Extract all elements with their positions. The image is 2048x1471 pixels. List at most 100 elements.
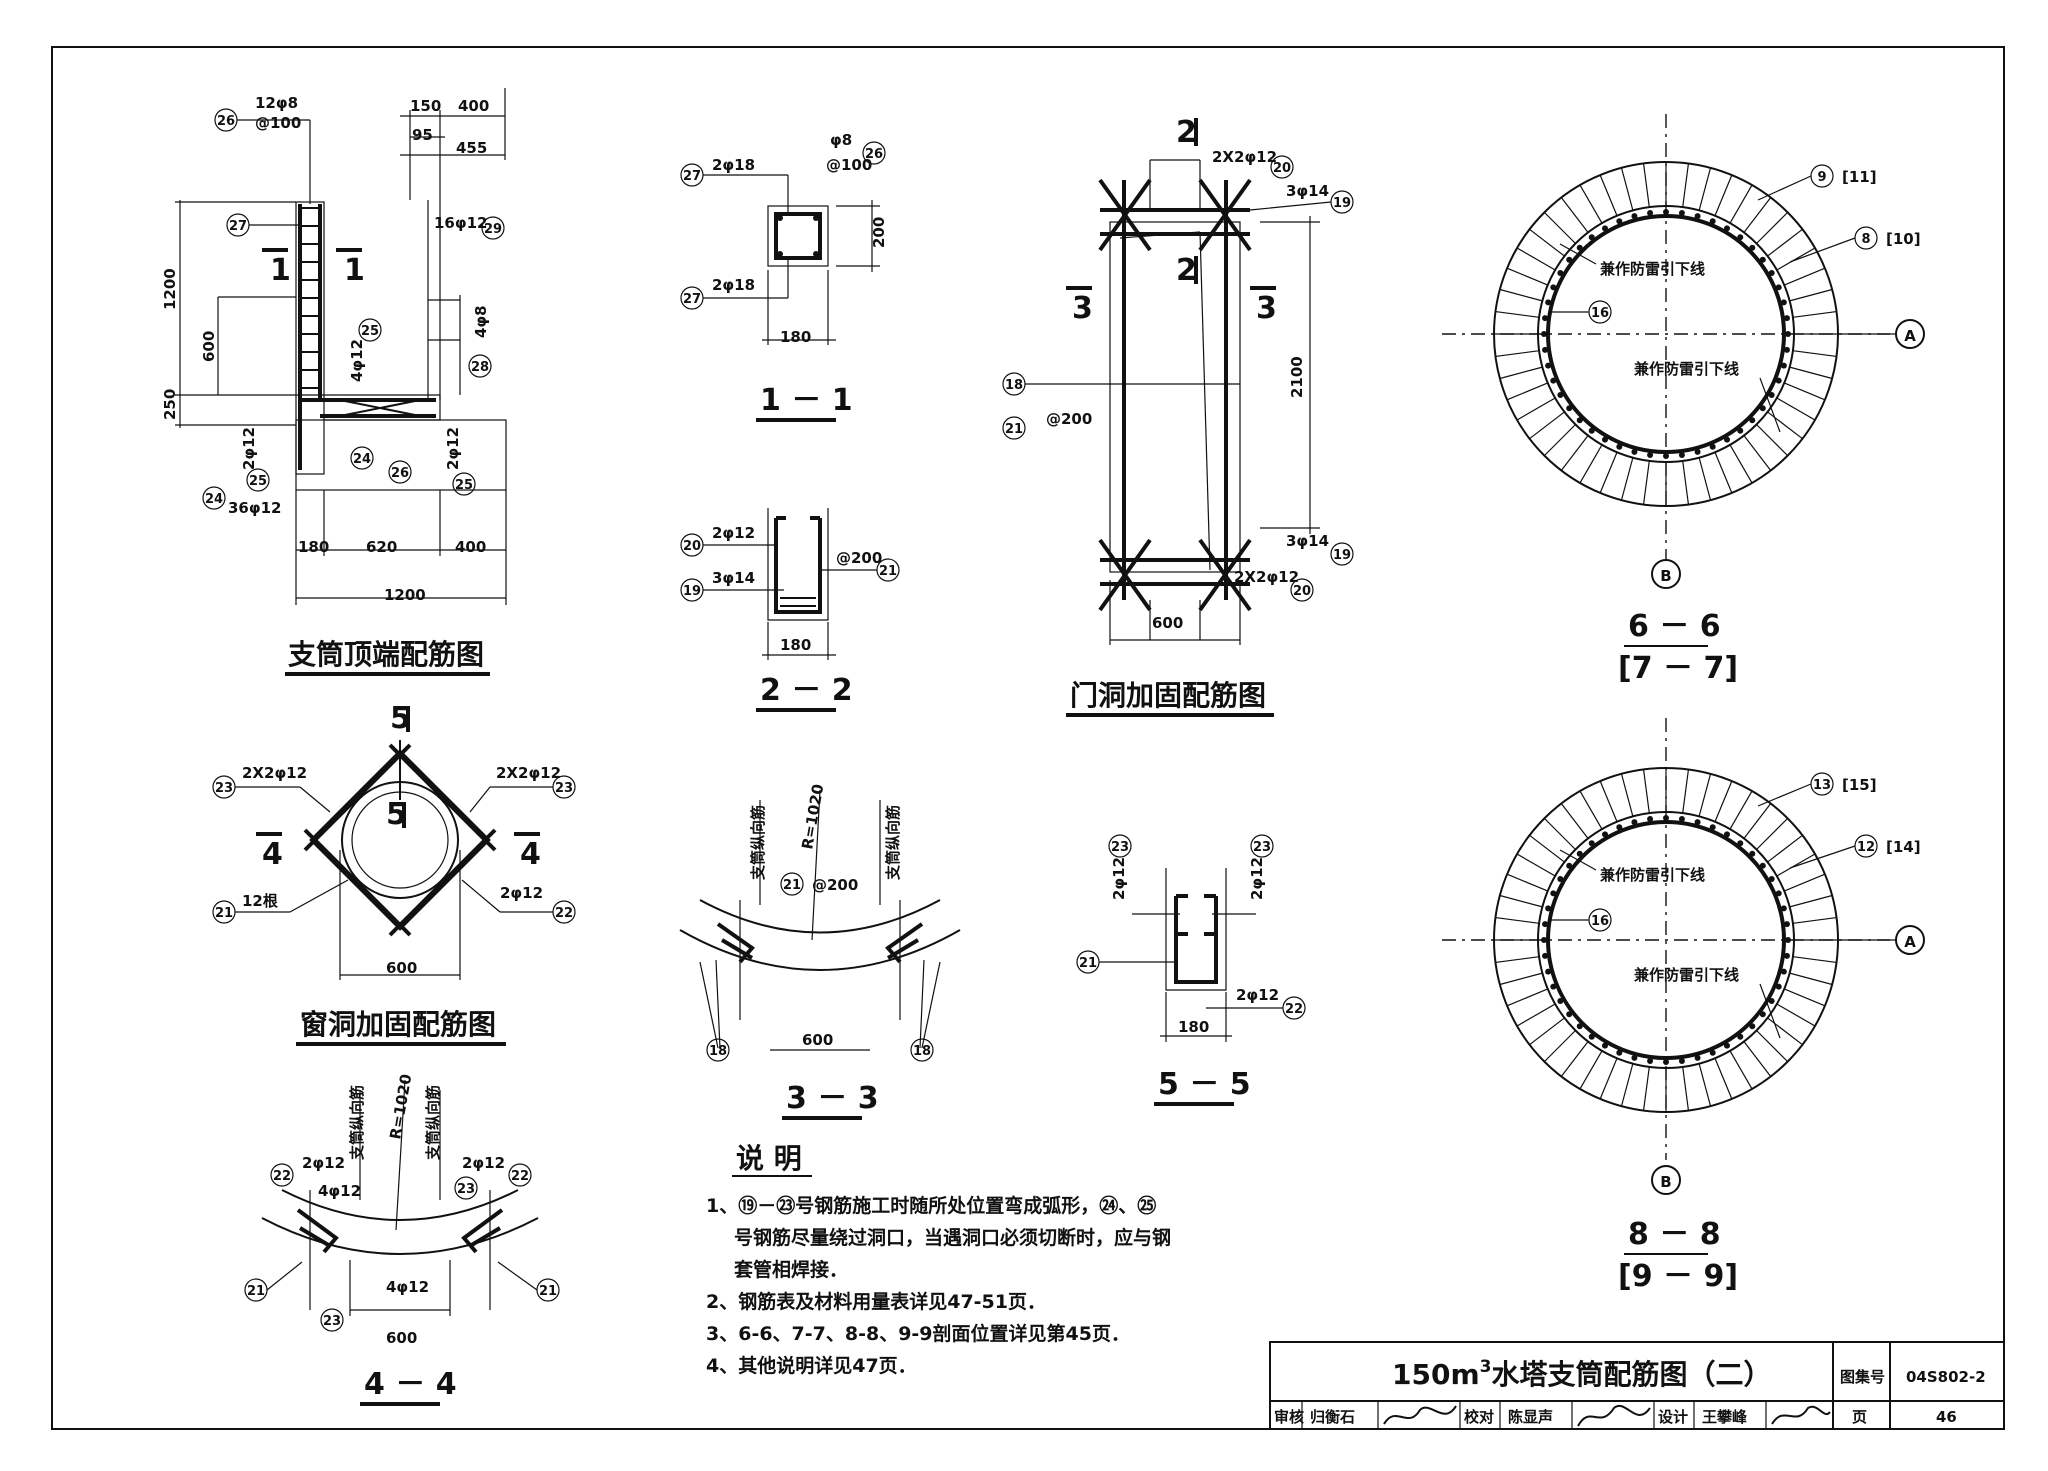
longitudinal-bar — [1785, 331, 1791, 337]
callout-26-1-1: 26 — [865, 147, 883, 162]
atlas-label: 图集号 — [1840, 1368, 1885, 1386]
drawing-title-unit: 150m — [1392, 1358, 1480, 1391]
radial-bar — [1756, 817, 1789, 850]
longitudinal-bar — [1557, 876, 1564, 882]
note-line-5: 3、6-6、7-7、8-8、9-9剖面位置详见第45页． — [706, 1322, 1130, 1345]
longitudinal-bar — [1724, 225, 1730, 232]
axis-b-8-8: B — [1660, 1173, 1671, 1191]
section-mark-1-right: 1 — [344, 253, 365, 288]
longitudinal-bar — [1550, 377, 1557, 384]
longitudinal-bar — [1616, 218, 1623, 225]
section-1-1-outline — [767, 205, 829, 267]
radial-bar — [1560, 435, 1589, 471]
label-2x2phi12-left: 2X2φ12 — [242, 764, 307, 782]
axis-a-8-8: A — [1904, 933, 1916, 951]
axis-b-6-6: B — [1660, 567, 1671, 585]
note-line-6: 4、其他说明详见47页． — [706, 1354, 917, 1377]
longitudinal-bar — [1588, 1033, 1595, 1040]
longitudinal-bar — [1749, 850, 1756, 857]
longitudinal-bar — [1737, 427, 1744, 434]
longitudinal-bar — [1602, 1042, 1608, 1049]
longitudinal-bar — [1616, 443, 1623, 450]
longitudinal-bar — [1576, 417, 1583, 424]
radial-bar — [1776, 1003, 1816, 1027]
longitudinal-bar — [1775, 377, 1782, 384]
dim-600-vertical: 600 — [200, 331, 218, 362]
label-36phi12: 36φ12 — [228, 499, 281, 517]
radial-bar — [1579, 184, 1603, 224]
longitudinal-bar — [1631, 213, 1638, 220]
radial-bar — [1784, 988, 1826, 1007]
label-12gen: 12根 — [242, 892, 278, 910]
callout-19-top: 19 — [1333, 196, 1351, 211]
title-7-7: [7 － 7] — [1618, 651, 1738, 686]
dim-455: 455 — [456, 139, 487, 157]
longitudinal-bar — [1566, 256, 1573, 263]
radial-bar — [1495, 310, 1540, 318]
callout-16-8-8: 16 — [1591, 914, 1609, 929]
view-door-opening: 2 2 3 3 2X2φ12 20 3φ14 19 18 @200 21 210… — [1002, 115, 1354, 717]
radial-bar — [1620, 167, 1634, 211]
design-label: 设计 — [1658, 1408, 1688, 1426]
label-at100-1-1: @100 — [826, 156, 872, 174]
radial-bar — [1743, 197, 1772, 233]
callout-21-4-4-left: 21 — [247, 1284, 265, 1299]
label-phi8: φ8 — [830, 131, 852, 149]
longitudinal-bar — [1768, 270, 1775, 276]
radial-bar — [1516, 397, 1556, 421]
longitudinal-bar — [1647, 210, 1654, 217]
section-mark-3-left: 3 — [1072, 291, 1093, 326]
callout-21-window: 21 — [215, 906, 233, 921]
longitudinal-bar — [1647, 816, 1654, 823]
longitudinal-bar — [1709, 1049, 1716, 1056]
longitudinal-bar — [1709, 824, 1716, 831]
longitudinal-bar — [1780, 968, 1787, 975]
radial-bar — [1714, 1058, 1733, 1100]
longitudinal-bar — [1785, 937, 1791, 943]
callout-16-6-6: 16 — [1591, 306, 1609, 321]
radial-bar — [1642, 460, 1650, 505]
radial-bar — [1529, 228, 1565, 257]
callout-18-left: 18 — [709, 1044, 727, 1059]
dim-180-1-1: 180 — [780, 328, 811, 346]
callout-21-3-3: 21 — [783, 878, 801, 893]
longitudinal-bar — [1724, 436, 1730, 443]
view-section-6-6: A B 9 [11] 8 [10] 16 兼作防雷引下线 兼作防雷引下线 6 －… — [1442, 114, 1925, 686]
longitudinal-bar — [1783, 346, 1790, 353]
lightning-label-6-6-top: 兼作防雷引下线 — [1600, 260, 1705, 278]
callout-29: 29 — [484, 222, 502, 237]
title-8-8: 8 － 8 — [1628, 1217, 1721, 1252]
radial-bar — [1506, 267, 1548, 286]
radial-bar — [1682, 769, 1690, 814]
section-mark-4-right: 4 — [520, 837, 541, 872]
radial-bar — [1560, 197, 1589, 233]
label-2phi18-bottom: 2φ18 — [712, 276, 755, 294]
page-label: 页 — [1852, 1408, 1867, 1426]
label-2phi12-right: 2φ12 — [444, 427, 462, 470]
callout-23-right: 23 — [555, 781, 573, 796]
label-2phi12-4-4-right: 2φ12 — [462, 1154, 505, 1172]
title-4-4: 4 － 4 — [364, 1367, 457, 1402]
drawing-title-prefix: 150m3水塔支筒配筋图（二） — [1392, 1357, 1771, 1391]
radial-bar — [1543, 424, 1576, 457]
longitudinal-bar — [1663, 1059, 1669, 1065]
callout-19-bottom: 19 — [1333, 548, 1351, 563]
longitudinal-bar — [1780, 905, 1787, 912]
longitudinal-bar — [1749, 244, 1756, 251]
dim-400-top: 400 — [458, 97, 489, 115]
label-2phi12-5-5-bottom: 2φ12 — [1236, 986, 1279, 1004]
radial-bar — [1767, 411, 1803, 440]
radial-bar — [1792, 350, 1837, 358]
longitudinal-bar — [1616, 1049, 1623, 1056]
radial-bar — [1529, 1017, 1565, 1046]
longitudinal-bar — [1709, 218, 1716, 225]
radial-bar — [1642, 163, 1650, 208]
longitudinal-bar — [1545, 362, 1552, 369]
callout-18-right: 18 — [913, 1044, 931, 1059]
reviewer-name: 归衡石 — [1310, 1408, 1355, 1426]
section-2-2-outline — [767, 508, 829, 621]
radial-bar — [1599, 452, 1618, 494]
longitudinal-bar — [1749, 1023, 1756, 1030]
radial-bar — [1698, 773, 1712, 817]
radial-bar — [1499, 366, 1543, 380]
